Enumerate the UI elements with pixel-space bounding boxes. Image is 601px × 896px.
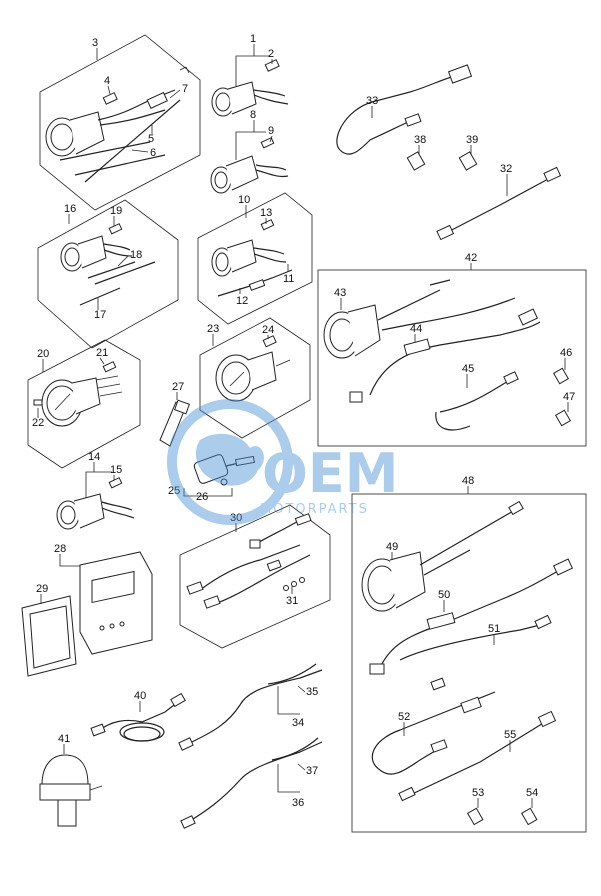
- label-45: 45: [462, 363, 474, 375]
- gauge-43-icon: [323, 304, 381, 359]
- label-55: 55: [504, 729, 516, 741]
- label-31: 31: [286, 595, 298, 607]
- group-23: [199, 317, 311, 439]
- cable-40-icon: [90, 692, 186, 742]
- label-29: 29: [36, 583, 48, 595]
- label-2: 2: [268, 48, 274, 60]
- label-37: 37: [306, 765, 318, 777]
- watermark-logo: OEM MOTORPARTS: [167, 399, 399, 525]
- group-10: [197, 192, 313, 325]
- label-39: 39: [466, 134, 478, 146]
- label-33: 33: [366, 95, 378, 107]
- label-5: 5: [148, 133, 154, 145]
- label-9: 9: [268, 125, 274, 137]
- label-46: 46: [560, 347, 572, 359]
- label-14: 14: [88, 451, 100, 463]
- group-30: [179, 504, 331, 649]
- label-49: 49: [386, 541, 398, 553]
- label-42: 42: [465, 252, 477, 264]
- label-15: 15: [110, 464, 122, 476]
- label-34: 34: [292, 717, 304, 729]
- watermark-logo-text: OEM: [262, 442, 399, 505]
- label-27: 27: [172, 381, 184, 393]
- label-22: 22: [32, 417, 44, 429]
- label-3: 3: [92, 37, 98, 49]
- label-41: 41: [58, 733, 70, 745]
- gauge-16-icon: [60, 235, 107, 272]
- gauge-1-icon: [211, 81, 257, 117]
- gauge-3-icon: [45, 111, 105, 157]
- group-16: [37, 199, 179, 349]
- group-3: [39, 34, 201, 211]
- group-42-box: [317, 269, 587, 447]
- label-52: 52: [398, 711, 410, 723]
- label-17: 17: [94, 309, 106, 321]
- label-40: 40: [134, 690, 146, 702]
- gauge-10-icon: [211, 239, 257, 277]
- label-10: 10: [238, 194, 250, 206]
- label-19: 19: [110, 205, 122, 217]
- label-44: 44: [410, 323, 422, 335]
- label-30: 30: [230, 512, 242, 524]
- label-47: 47: [563, 391, 575, 403]
- label-25: 25: [168, 485, 180, 497]
- label-32: 32: [500, 163, 512, 175]
- label-43: 43: [334, 287, 346, 299]
- gauge-49-icon: [361, 551, 426, 612]
- label-6: 6: [150, 147, 156, 159]
- label-16: 16: [64, 203, 76, 215]
- group-48-box: [351, 493, 587, 833]
- label-21: 21: [96, 347, 108, 359]
- label-28: 28: [54, 543, 66, 555]
- label-54: 54: [526, 787, 538, 799]
- label-53: 53: [472, 787, 484, 799]
- label-51: 51: [488, 623, 500, 635]
- label-4: 4: [104, 75, 110, 87]
- label-11: 11: [283, 273, 294, 285]
- label-24: 24: [262, 324, 274, 336]
- label-48: 48: [462, 475, 474, 487]
- gauge-14-icon: [56, 493, 105, 530]
- label-23: 23: [207, 323, 219, 335]
- label-13: 13: [260, 207, 272, 219]
- part-25-icon: [193, 454, 255, 486]
- part-27-icon: [159, 399, 190, 447]
- display-28-icon: [79, 551, 153, 655]
- label-12: 12: [236, 295, 248, 307]
- watermark-tagline: MOTORPARTS: [260, 502, 369, 517]
- label-26: 26: [196, 491, 208, 503]
- group-20: [27, 339, 141, 469]
- label-20: 20: [37, 348, 49, 360]
- label-7: 7: [182, 83, 188, 95]
- sensor-41-icon: [39, 754, 103, 827]
- label-18: 18: [130, 249, 142, 261]
- label-35: 35: [306, 686, 318, 698]
- label-1: 1: [250, 33, 256, 45]
- label-50: 50: [438, 589, 450, 601]
- label-8: 8: [250, 109, 256, 121]
- label-38: 38: [414, 134, 426, 146]
- bezel-29-icon: [21, 595, 77, 677]
- gauge-8-icon: [210, 155, 259, 194]
- gauge-23-icon: [215, 351, 277, 402]
- gauge-20-icon: [41, 377, 101, 427]
- label-36: 36: [292, 797, 304, 809]
